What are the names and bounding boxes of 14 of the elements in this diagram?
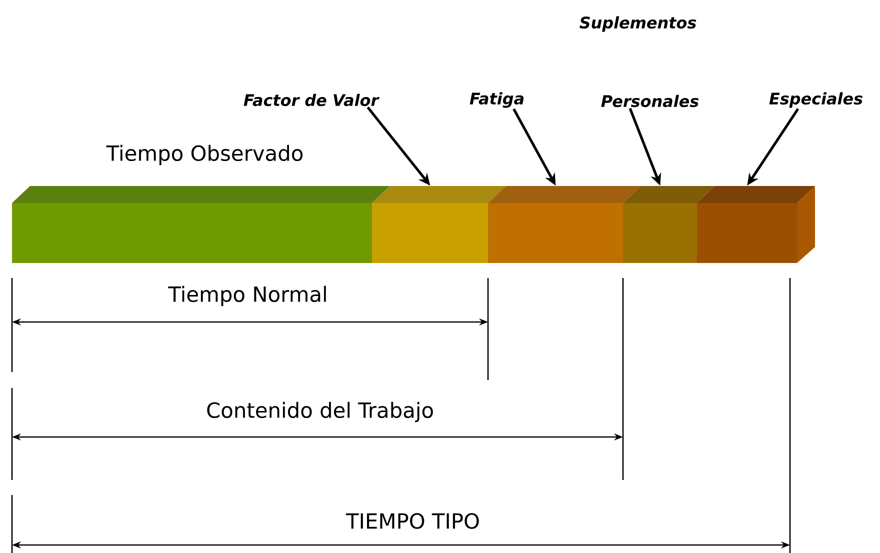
leader-label: Fatiga (470, 92, 524, 108)
dimension-label: Tiempo Normal (168, 286, 326, 306)
dimension-label: Contenido del Trabajo (207, 402, 433, 422)
dimension-label: TIEMPO TIPO (346, 513, 479, 529)
leader-label: Personales (601, 94, 699, 108)
bar-segment (12, 186, 390, 263)
bar-segment (488, 186, 641, 263)
leader-label: Factor de Valor (244, 94, 380, 106)
bar-label: Tiempo Observado (106, 144, 303, 166)
bar-segment (372, 186, 506, 263)
bar-segment (697, 186, 815, 263)
leader-label: Especiales (769, 92, 862, 108)
group-heading: Suplementos (580, 16, 696, 32)
bar-segment (623, 186, 715, 263)
